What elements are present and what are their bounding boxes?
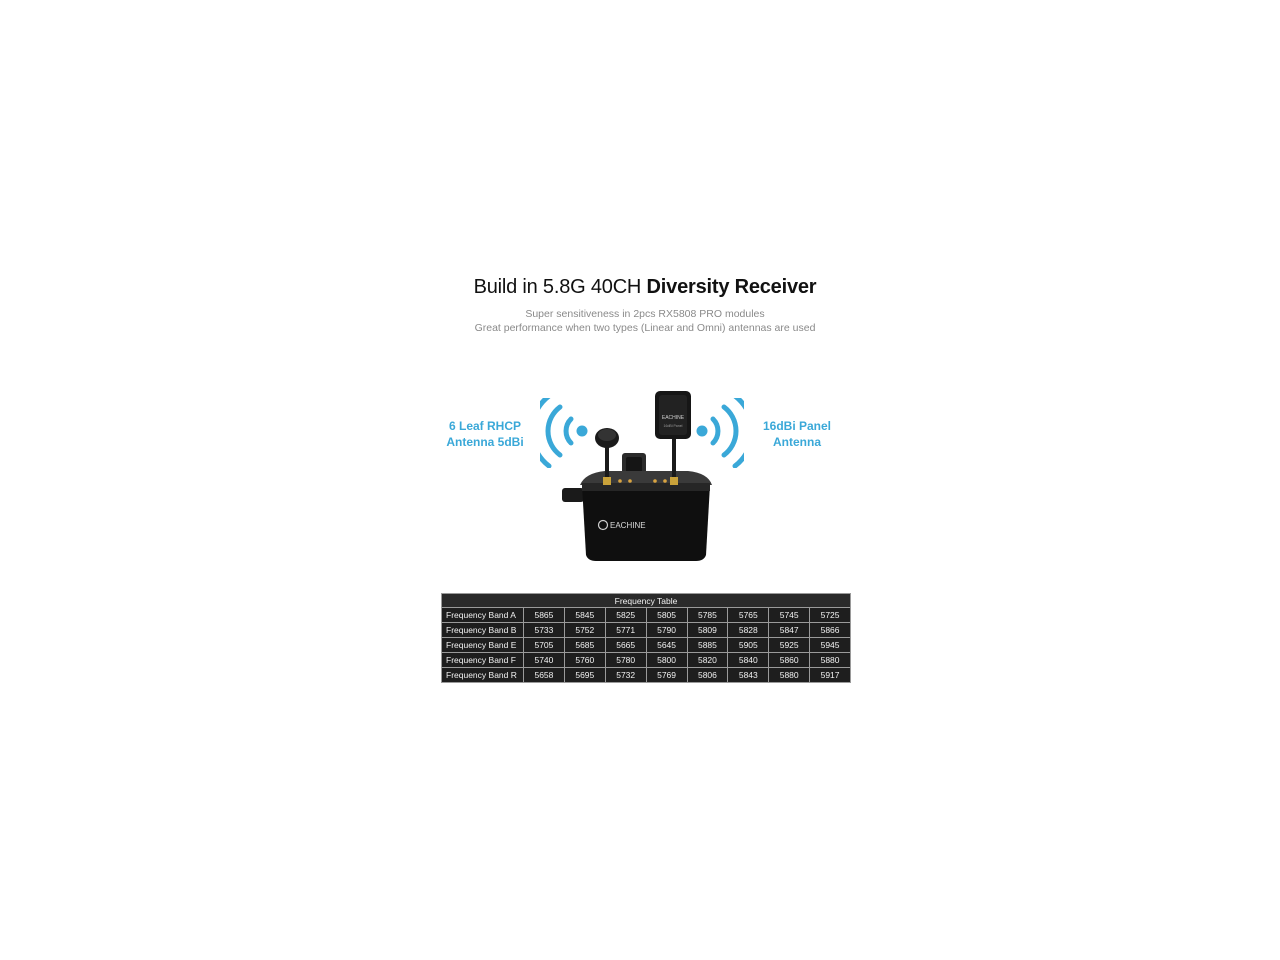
frequency-cell: 5765 [727,607,770,623]
panel-brand-label: EACHINE [662,415,685,421]
frequency-cell: 5840 [727,652,770,668]
headline: Build in 5.8G 40CH Diversity Receiver [0,276,1280,299]
right-antenna-label: 16dBi Panel Antenna [752,418,842,450]
band-name-cell: Frequency Band R [441,667,524,683]
left-antenna-line2: Antenna 5dBi [446,435,524,449]
frequency-cell: 5740 [523,652,565,668]
frequency-cell: 5825 [604,607,647,623]
headline-light: Build in 5.8G 40CH [473,276,647,298]
frequency-cell: 5843 [727,667,770,683]
left-antenna-label: 6 Leaf RHCP Antenna 5dBi [440,418,530,450]
frequency-cell: 5865 [523,607,565,623]
frequency-cell: 5705 [523,637,565,653]
frequency-cell: 5828 [727,622,770,638]
frequency-cell: 5917 [809,667,851,683]
frequency-cell: 5780 [604,652,647,668]
frequency-cell: 5847 [768,622,811,638]
band-name-cell: Frequency Band A [441,607,524,623]
right-antenna-line2: Antenna [773,435,821,449]
frequency-cell: 5800 [645,652,688,668]
frequency-cell: 5645 [645,637,688,653]
frequency-cell: 5925 [768,637,811,653]
right-signal-waves-icon [696,398,744,468]
frequency-cell: 5752 [563,622,606,638]
frequency-cell: 5866 [809,622,851,638]
frequency-cell: 5760 [563,652,606,668]
frequency-cell: 5945 [809,637,851,653]
subtitle-1: Super sensitiveness in 2pcs RX5808 PRO m… [525,308,765,320]
frequency-cell: 5658 [523,667,565,683]
frequency-cell: 5769 [645,667,688,683]
frequency-cell: 5809 [686,622,729,638]
frequency-cell: 5860 [768,652,811,668]
frequency-cell: 5905 [727,637,770,653]
fpv-goggles-image: EACHINE 16dBi Panel EACHINE [562,391,712,561]
left-antenna-line1: 6 Leaf RHCP [448,419,522,433]
brand-logo: EACHINE [610,521,646,530]
panel-sub-label: 16dBi Panel [664,424,683,428]
frequency-cell: 5880 [768,667,811,683]
right-antenna-line1: 16dBi Panel [762,419,832,433]
frequency-cell: 5885 [686,637,729,653]
left-signal-waves-icon [540,398,588,468]
frequency-cell: 5732 [604,667,647,683]
frequency-cell: 5771 [604,622,647,638]
frequency-cell: 5695 [563,667,606,683]
frequency-cell: 5820 [686,652,729,668]
frequency-cell: 5785 [686,607,729,623]
frequency-cell: 5805 [645,607,688,623]
frequency-cell: 5790 [645,622,688,638]
frequency-cell: 5880 [809,652,851,668]
frequency-cell: 5745 [768,607,811,623]
frequency-cell: 5725 [809,607,851,623]
headline-bold: Diversity Receiver [646,276,817,298]
band-name-cell: Frequency Band F [441,652,524,668]
frequency-cell: 5733 [523,622,565,638]
frequency-cell: 5806 [686,667,729,683]
subtitle-2: Great performance when two types (Linear… [474,322,816,334]
frequency-cell: 5685 [563,637,606,653]
band-name-cell: Frequency Band E [441,637,524,653]
strap-icon [562,488,584,502]
frequency-table-caption: Frequency Table [441,593,851,608]
frequency-cell: 5665 [604,637,647,653]
band-name-cell: Frequency Band B [441,622,524,638]
frequency-cell: 5845 [563,607,606,623]
